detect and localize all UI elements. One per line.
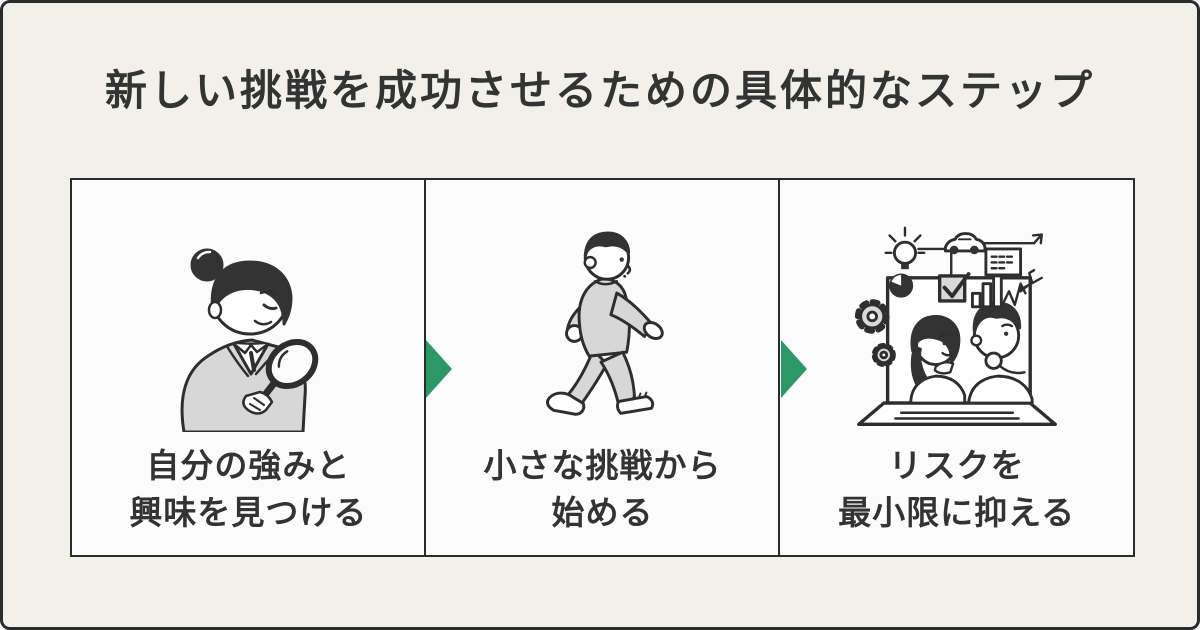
page-title: 新しい挑戦を成功させるための具体的なステップ <box>104 67 1095 114</box>
step-2-caption-line-2: 始める <box>551 494 654 531</box>
step-panel-1: 自分の強みと 興味を見つける <box>70 178 427 557</box>
step-1-caption-line-2: 興味を見つける <box>129 494 368 531</box>
step-2-caption: 小さな挑戦から 始める <box>484 442 722 536</box>
step-3-illustration-area <box>780 180 1133 442</box>
step-2-caption-line-1: 小さな挑戦から <box>483 447 722 484</box>
step-3-caption-line-1: リスクを <box>888 447 1025 484</box>
step-arrow-icon <box>426 340 452 398</box>
two-people-laptop-idea-icons-illustration <box>854 226 1057 426</box>
person-walking-illustration <box>545 231 664 416</box>
step-arrow-icon <box>781 340 807 398</box>
step-3-caption: リスクを 最小限に抑える <box>838 442 1075 536</box>
step-panel-2: 小さな挑戦から 始める <box>424 178 781 557</box>
woman-with-magnifying-glass-illustration <box>180 248 319 432</box>
step-1-caption: 自分の強みと 興味を見つける <box>129 442 367 536</box>
step-2-illustration-area <box>426 180 779 442</box>
steps-row: 自分の強みと 興味を見つける <box>70 178 1136 557</box>
step-1-illustration-area <box>72 180 425 442</box>
step-1-caption-line-1: 自分の強みと <box>146 447 351 484</box>
step-3-caption-line-2: 最小限に抑える <box>838 494 1076 531</box>
step-panel-3: リスクを 最小限に抑える <box>778 178 1136 557</box>
